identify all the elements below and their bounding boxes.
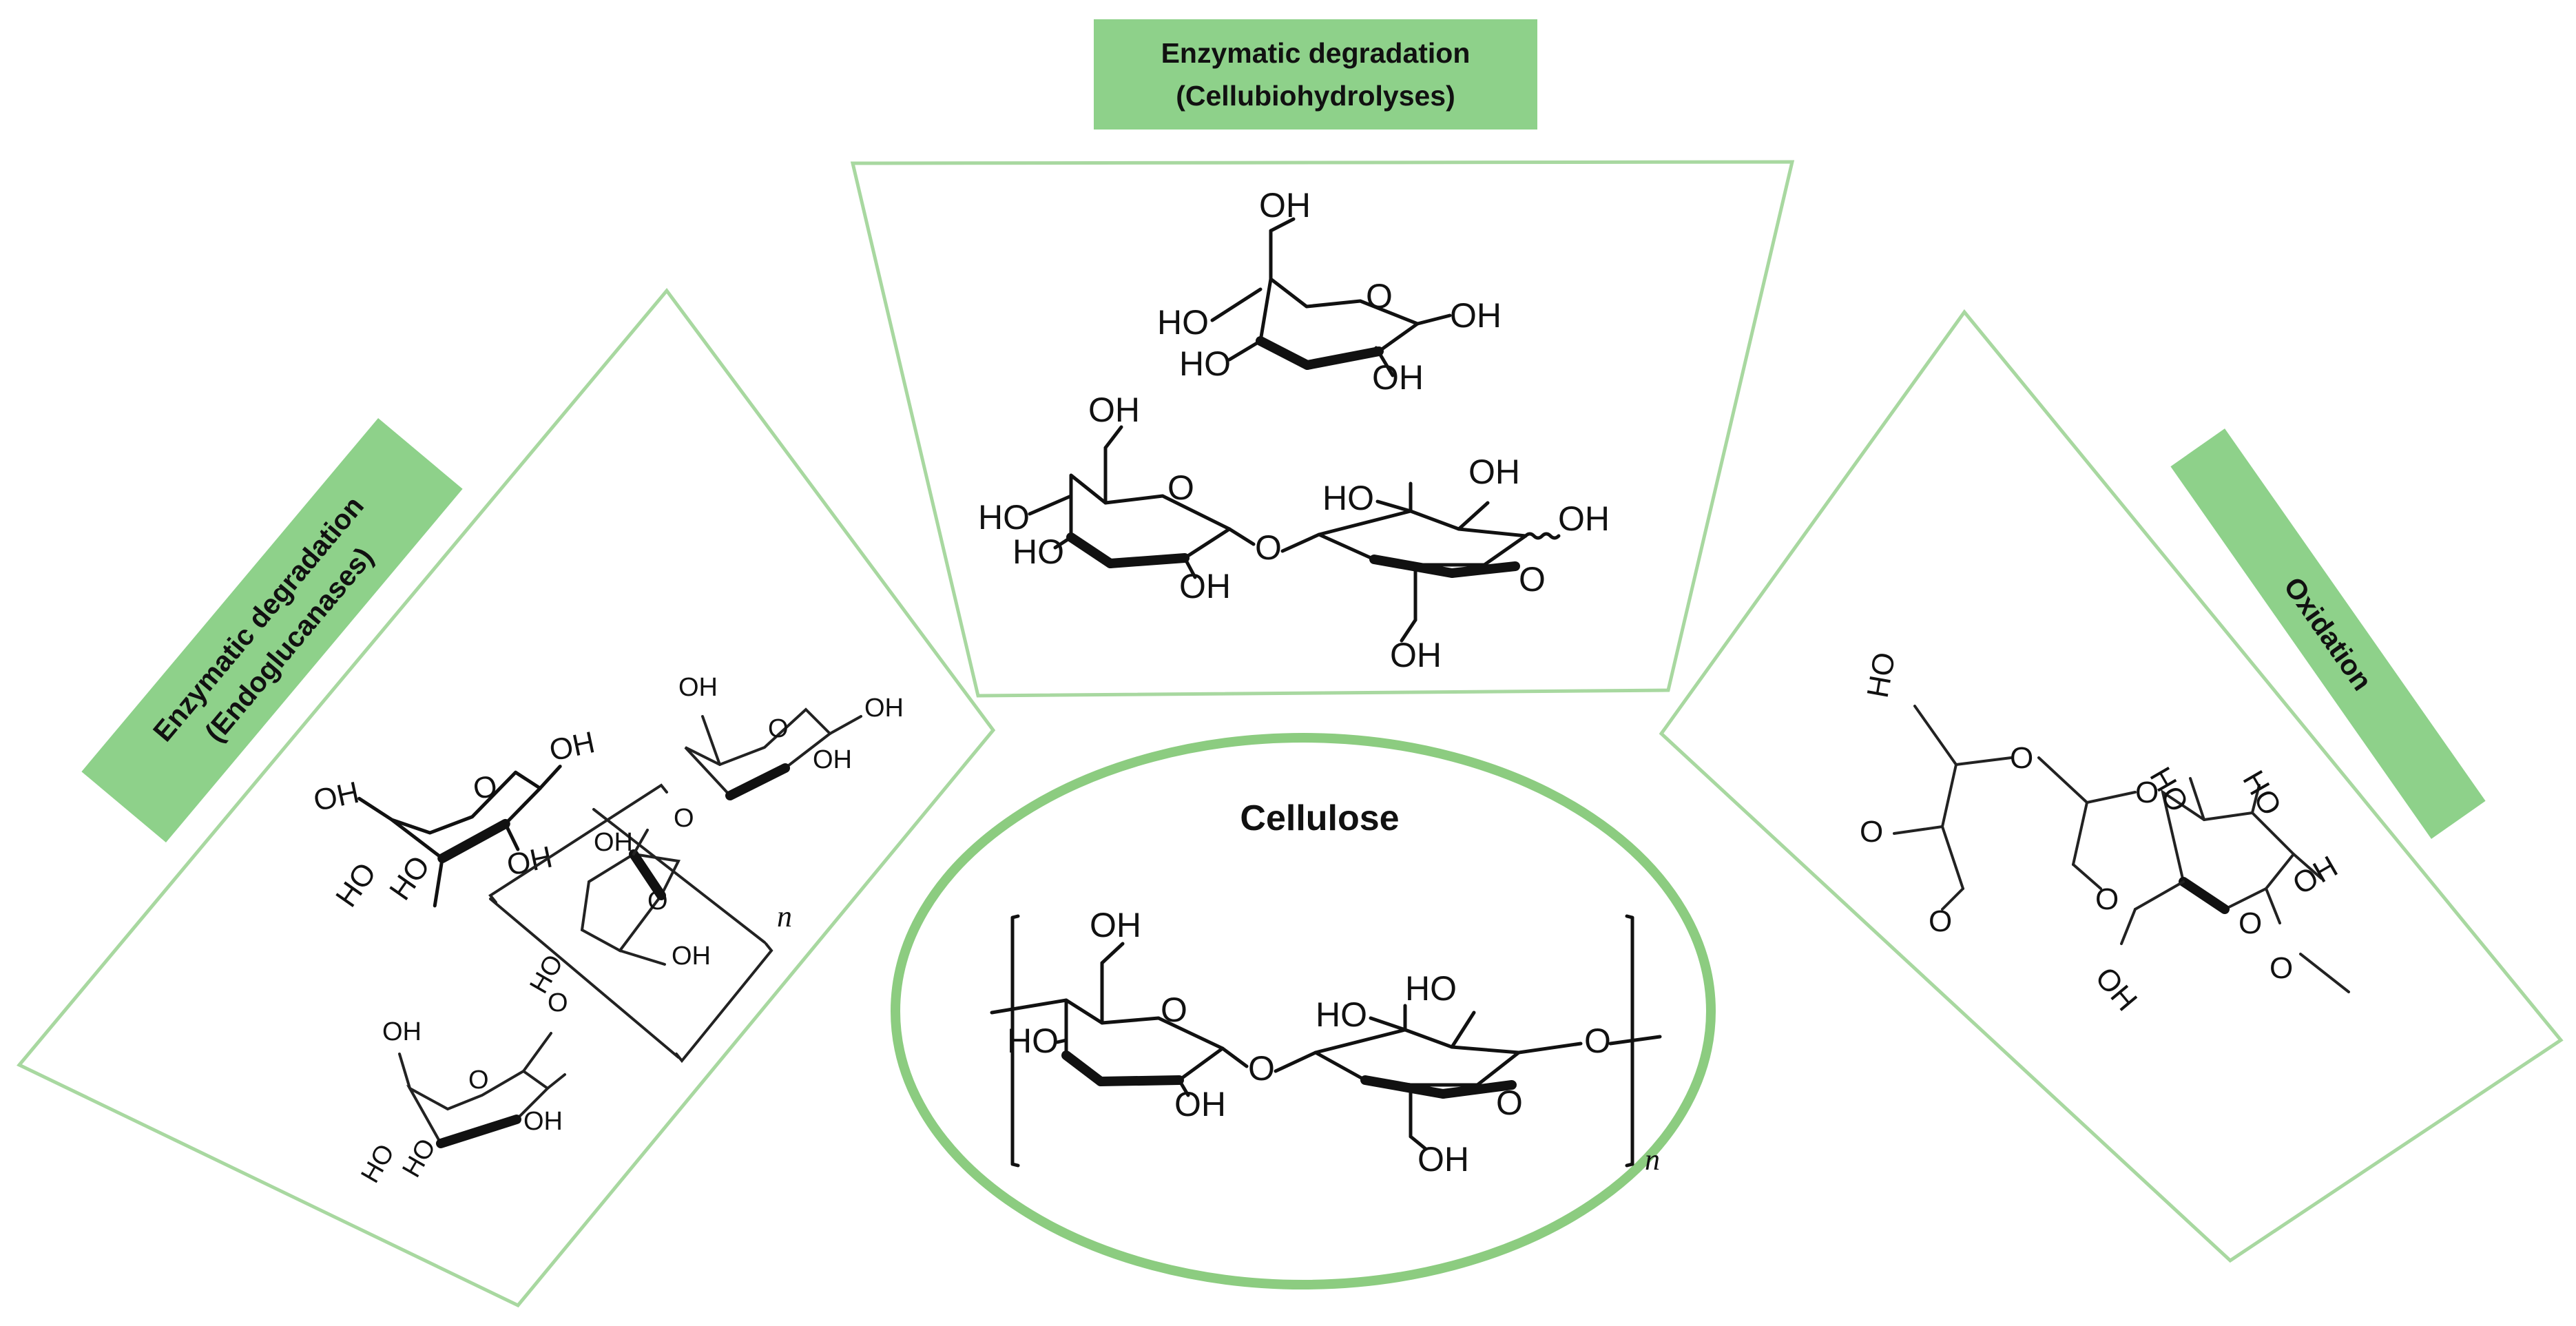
- left-dimer-oh-3: OH: [813, 745, 852, 774]
- left-upper-oh-3: OH: [546, 725, 598, 768]
- top-label-line-1: Enzymatic degradation: [1161, 37, 1471, 69]
- left-upper-ho-2: HO: [383, 850, 437, 907]
- cellulose-ring-o-1: O: [1161, 991, 1187, 1029]
- left-dimer: n OH O OH OH O OH O OH HO O: [488, 673, 904, 1064]
- top-label-line-2: (Cellubiohydrolyses): [1176, 80, 1455, 112]
- cellulose-o-right: O: [1584, 1022, 1611, 1060]
- left-panel-frame: [17, 287, 996, 1308]
- left-dimer-bridge-o-2: O: [548, 988, 568, 1017]
- cellulose-oh-top-1: OH: [1090, 906, 1141, 944]
- cellobiose-ho-3: HO: [1322, 479, 1374, 517]
- cellobiose-oh-3: OH: [1468, 453, 1520, 491]
- cellulose-repeat-n: n: [1645, 1143, 1660, 1177]
- glucose-ho-2: HO: [1179, 344, 1231, 383]
- left-label: Enzymatic degradation (Endoglucanases): [81, 417, 463, 843]
- glucose-oh-top: OH: [1259, 186, 1311, 225]
- oxidized-ring-o: O: [2239, 907, 2262, 940]
- cellulose-ellipse: [891, 733, 1716, 1289]
- right-label-box: [2170, 428, 2486, 839]
- cellobiose-oh-bottom: OH: [1390, 636, 1442, 674]
- cellobiose-ho-2: HO: [1012, 532, 1064, 571]
- left-lower-oh-2: OH: [523, 1107, 563, 1136]
- left-dimer-ring-o-1: O: [768, 714, 789, 743]
- left-dimer-bridge-o: O: [674, 804, 694, 833]
- oxidized-o-aldehyde-1: O: [1929, 904, 1952, 938]
- glucose-oh-2: OH: [1372, 358, 1424, 397]
- cellulose-ho-3: HO: [1316, 995, 1367, 1034]
- left-dimer-oh-1: OH: [678, 673, 718, 702]
- oxidized-o-3: O: [2269, 951, 2293, 985]
- cellobiose-molecule: OH O HO HO OH O HO OH OH O OH: [978, 391, 1610, 674]
- left-dimer-repeat-n: n: [777, 900, 792, 933]
- cellobiose-oh-2: OH: [1179, 567, 1231, 605]
- cellobiose-ring-o-1: O: [1167, 468, 1194, 507]
- oxidized-o-2: O: [2135, 776, 2159, 809]
- oxidized-cellulose-molecule: HO O O O O O HO HO OH O OH O: [1860, 650, 2350, 1017]
- left-monomer-upper: OH O OH OH: [311, 725, 598, 908]
- left-lower-ring-o: O: [468, 1066, 489, 1095]
- glucose-ring-o: O: [1366, 277, 1393, 315]
- left-lower-ho-2: HO: [397, 1134, 442, 1182]
- cellulose-ho-4: HO: [1405, 969, 1457, 1008]
- glucose-molecule: OH O HO HO OH OH: [1157, 186, 1502, 397]
- left-upper-oh-2: OH: [503, 840, 555, 883]
- left-dimer-oh-5: OH: [672, 942, 711, 971]
- left-lower-ho-1: HO: [355, 1139, 400, 1188]
- left-upper-ho-1: HO: [329, 857, 383, 913]
- cellulose-oh-2: OH: [1174, 1085, 1226, 1123]
- top-label: Enzymatic degradation (Cellubiohydrolyse…: [1094, 19, 1537, 130]
- right-panel-frame: [1659, 309, 2564, 1263]
- cellulose-molecule: n OH O HO OH O HO HO O O OH: [990, 906, 1662, 1179]
- oxidized-oh-2: OH: [2088, 961, 2143, 1017]
- cellulose-ring-o-2: O: [1496, 1084, 1523, 1122]
- left-upper-ring-o: O: [470, 769, 500, 807]
- oxidized-o-aldehyde-2: O: [2095, 882, 2119, 916]
- left-label-box: [81, 417, 463, 843]
- oxidized-ho-top: HO: [1861, 650, 1902, 701]
- oxidized-o-methoxy: O: [1860, 815, 1883, 849]
- glucose-oh-anomeric: OH: [1450, 296, 1502, 335]
- top-panel-frame: [850, 160, 1795, 698]
- cellobiose-ho-1: HO: [978, 498, 1030, 537]
- cellulose-oh-bottom: OH: [1417, 1140, 1469, 1179]
- left-dimer-ring-o-2: O: [647, 887, 668, 915]
- cellulose-ho-1: HO: [1007, 1022, 1059, 1060]
- cellulose-bridge-o: O: [1248, 1049, 1275, 1088]
- top-label-box: [1094, 19, 1537, 130]
- left-lower-oh-1: OH: [382, 1017, 422, 1046]
- cellobiose-oh-anomeric: OH: [1558, 499, 1610, 538]
- left-monomer-lower: OH O OH HO HO: [355, 1017, 566, 1188]
- cellobiose-ring-o-2: O: [1519, 560, 1546, 599]
- cellulose-title: Cellulose: [1240, 798, 1399, 838]
- left-dimer-oh-2: OH: [864, 694, 904, 723]
- cellobiose-bridge-o: O: [1255, 528, 1282, 567]
- oxidized-o-1: O: [2010, 741, 2033, 775]
- right-label: Oxidation: [2170, 428, 2486, 839]
- cellobiose-oh-top: OH: [1088, 391, 1140, 429]
- left-dimer-oh-4: OH: [594, 828, 633, 857]
- left-upper-oh-1: OH: [311, 776, 362, 818]
- glucose-ho-1: HO: [1157, 303, 1209, 342]
